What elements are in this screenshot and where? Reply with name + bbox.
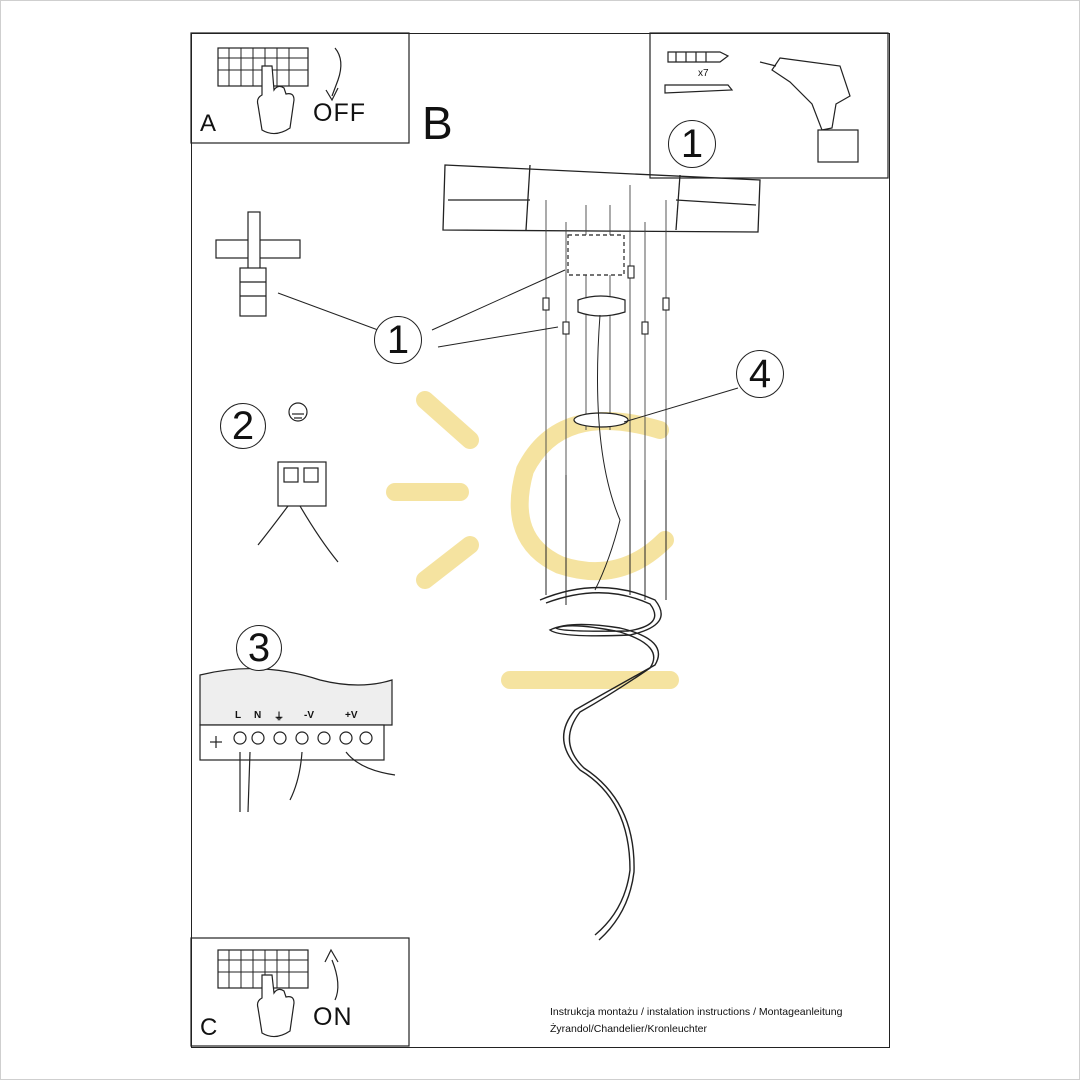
- panel-c-letter: C: [200, 1014, 218, 1041]
- tools-illustration: [664, 51, 859, 163]
- terminal-block: [199, 667, 396, 813]
- caption-line-1: Instrukcja montażu / instalation instruc…: [550, 1006, 843, 1018]
- step-2-circle: 2: [220, 403, 266, 449]
- terminal-label-ground: ⏚: [274, 712, 284, 723]
- on-label: ON: [313, 1003, 353, 1031]
- terminal-label-n: N: [254, 710, 262, 721]
- caption-line-2: Żyrandol/Chandelier/Kronleuchter: [550, 1023, 708, 1035]
- panel-b-letter: B: [422, 97, 453, 149]
- ground-connector-detail: [257, 402, 339, 563]
- assembly-guide-lines: [545, 185, 667, 480]
- step-4-circle: 4: [736, 350, 784, 398]
- terminal-label-l: L: [235, 710, 242, 721]
- step-1-tools-circle: 1: [668, 120, 716, 168]
- step-1-dowel-circle: 1: [374, 316, 422, 364]
- ceiling-plate: [442, 164, 761, 233]
- panel-a-letter: A: [200, 110, 217, 137]
- canopy-mount: [567, 234, 629, 428]
- off-label: OFF: [313, 99, 366, 127]
- terminal-label-minus-v: -V: [304, 710, 314, 721]
- breaker-panel-c: [217, 948, 339, 1038]
- wall-plugs: [542, 265, 670, 335]
- leader-lines: [277, 269, 739, 423]
- spiral-lamp: [539, 586, 662, 941]
- watermark-logo: [386, 391, 679, 689]
- step-3-circle: 3: [236, 625, 282, 671]
- instruction-sheet-frame: [191, 33, 890, 1048]
- suspension-wires: [545, 314, 667, 605]
- terminal-label-plus-v: +V: [345, 710, 358, 721]
- breaker-panel-a: [217, 47, 342, 135]
- panel-borders: [190, 32, 889, 1047]
- dowel-detail: [215, 211, 301, 317]
- quantity-label: x7: [698, 68, 709, 79]
